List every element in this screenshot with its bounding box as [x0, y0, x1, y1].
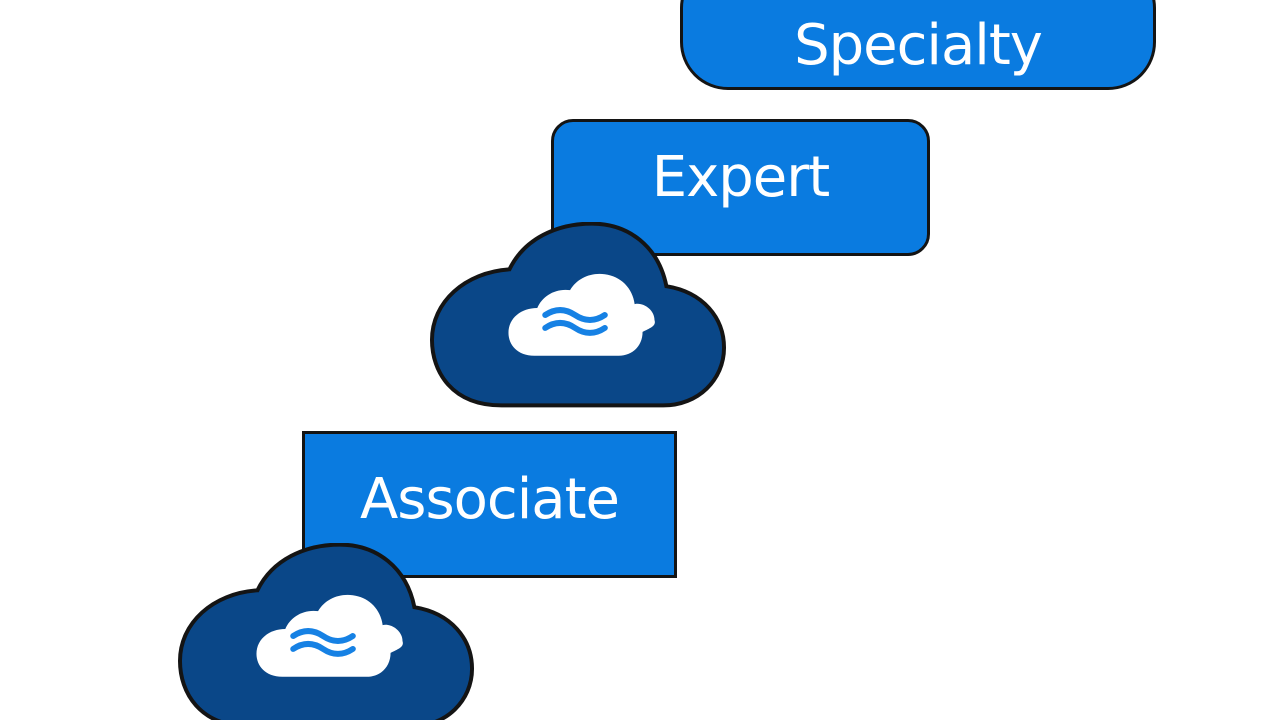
associate-level-box: Associate [302, 431, 677, 578]
specialty-level-box: Specialty [680, 0, 1156, 90]
associate-label: Associate [360, 467, 620, 532]
expert-label: Expert [651, 145, 831, 210]
cloud-icon [430, 222, 727, 408]
specialty-label: Specialty [794, 12, 1043, 78]
cloud-icon [178, 543, 475, 720]
